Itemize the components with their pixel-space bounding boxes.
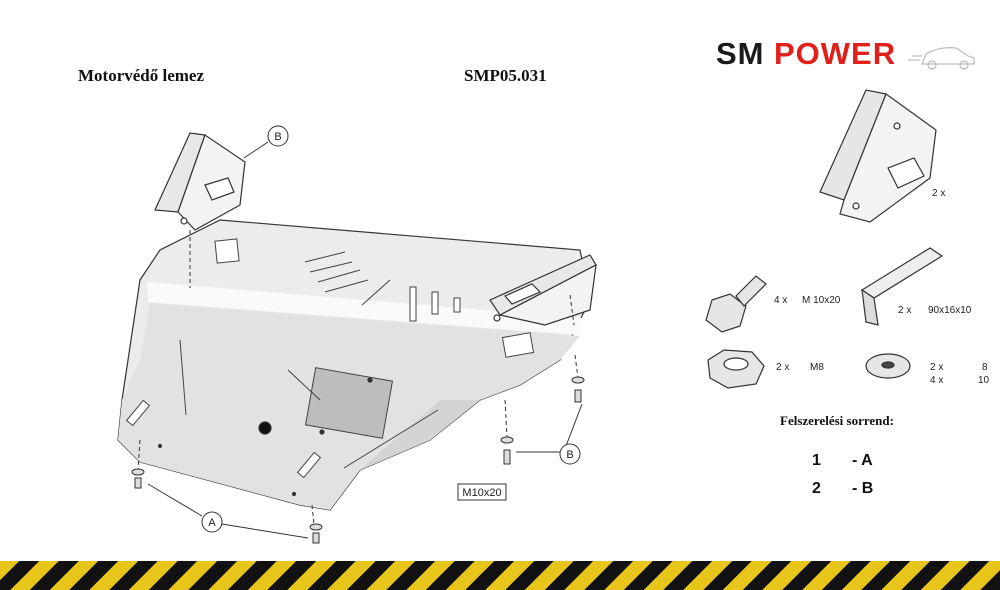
part-bolt-qty: 4 x — [774, 295, 787, 306]
sequence-step-1-num: 1 — [812, 452, 821, 469]
part-strip-spec: 90x16x10 — [928, 305, 972, 316]
part-strip-qty: 2 x — [898, 305, 911, 316]
callout-a-label: A — [208, 517, 216, 529]
sequence-step-2-num: 2 — [812, 480, 821, 497]
assembly-diagram: A B B M10x20 2 x 4 x M 10x20 2 x 90x16x1… — [117, 89, 990, 544]
car-silhouette-icon — [908, 47, 975, 70]
sequence-step-1: 1 - A — [812, 452, 873, 470]
part-strip: 2 x 90x16x10 — [860, 247, 972, 326]
bolt-label: M10x20 — [462, 487, 501, 499]
part-washer-spec-2: 10 — [978, 375, 990, 386]
part-washer-qty-1: 2 x — [930, 362, 943, 373]
part-nut: 2 x M8 — [707, 349, 824, 389]
callout-a: A — [147, 483, 309, 539]
part-washer-qty-2: 4 x — [930, 375, 943, 386]
callout-b-right: B — [516, 403, 583, 465]
callout-b-top: B — [243, 125, 289, 159]
part-nut-spec: M8 — [810, 362, 824, 373]
sequence-step-1-label: - A — [852, 452, 873, 469]
part-bracket-qty: 2 x — [932, 188, 945, 199]
sequence-title: Felszerelési sorrend: — [780, 413, 894, 428]
part-washer: 2 x 8 4 x 10 — [865, 353, 990, 386]
sequence-step-2: 2 - B — [812, 480, 873, 498]
hazard-stripe-band — [0, 561, 1000, 590]
fasteners — [131, 230, 585, 544]
part-bolt: 4 x M 10x20 — [705, 275, 841, 333]
bolt-label-box: M10x20 — [457, 483, 507, 501]
logo-text-sm: SM — [716, 36, 765, 71]
part-nut-qty: 2 x — [776, 362, 789, 373]
callout-b-right-label: B — [566, 449, 573, 461]
callout-b-top-label: B — [274, 131, 281, 143]
sequence-step-2-label: - B — [852, 480, 874, 497]
product-code: SMP05.031 — [464, 66, 547, 85]
part-washer-spec-1: 8 — [982, 362, 988, 373]
part-bolt-spec: M 10x20 — [802, 295, 841, 306]
skid-plate — [117, 219, 591, 511]
left-bracket — [154, 132, 246, 231]
smpower-logo: SM POWER — [716, 36, 975, 71]
page-title: Motorvédő lemez — [78, 66, 205, 85]
logo-text-power: POWER — [774, 36, 896, 71]
part-bracket: 2 x — [819, 89, 945, 223]
